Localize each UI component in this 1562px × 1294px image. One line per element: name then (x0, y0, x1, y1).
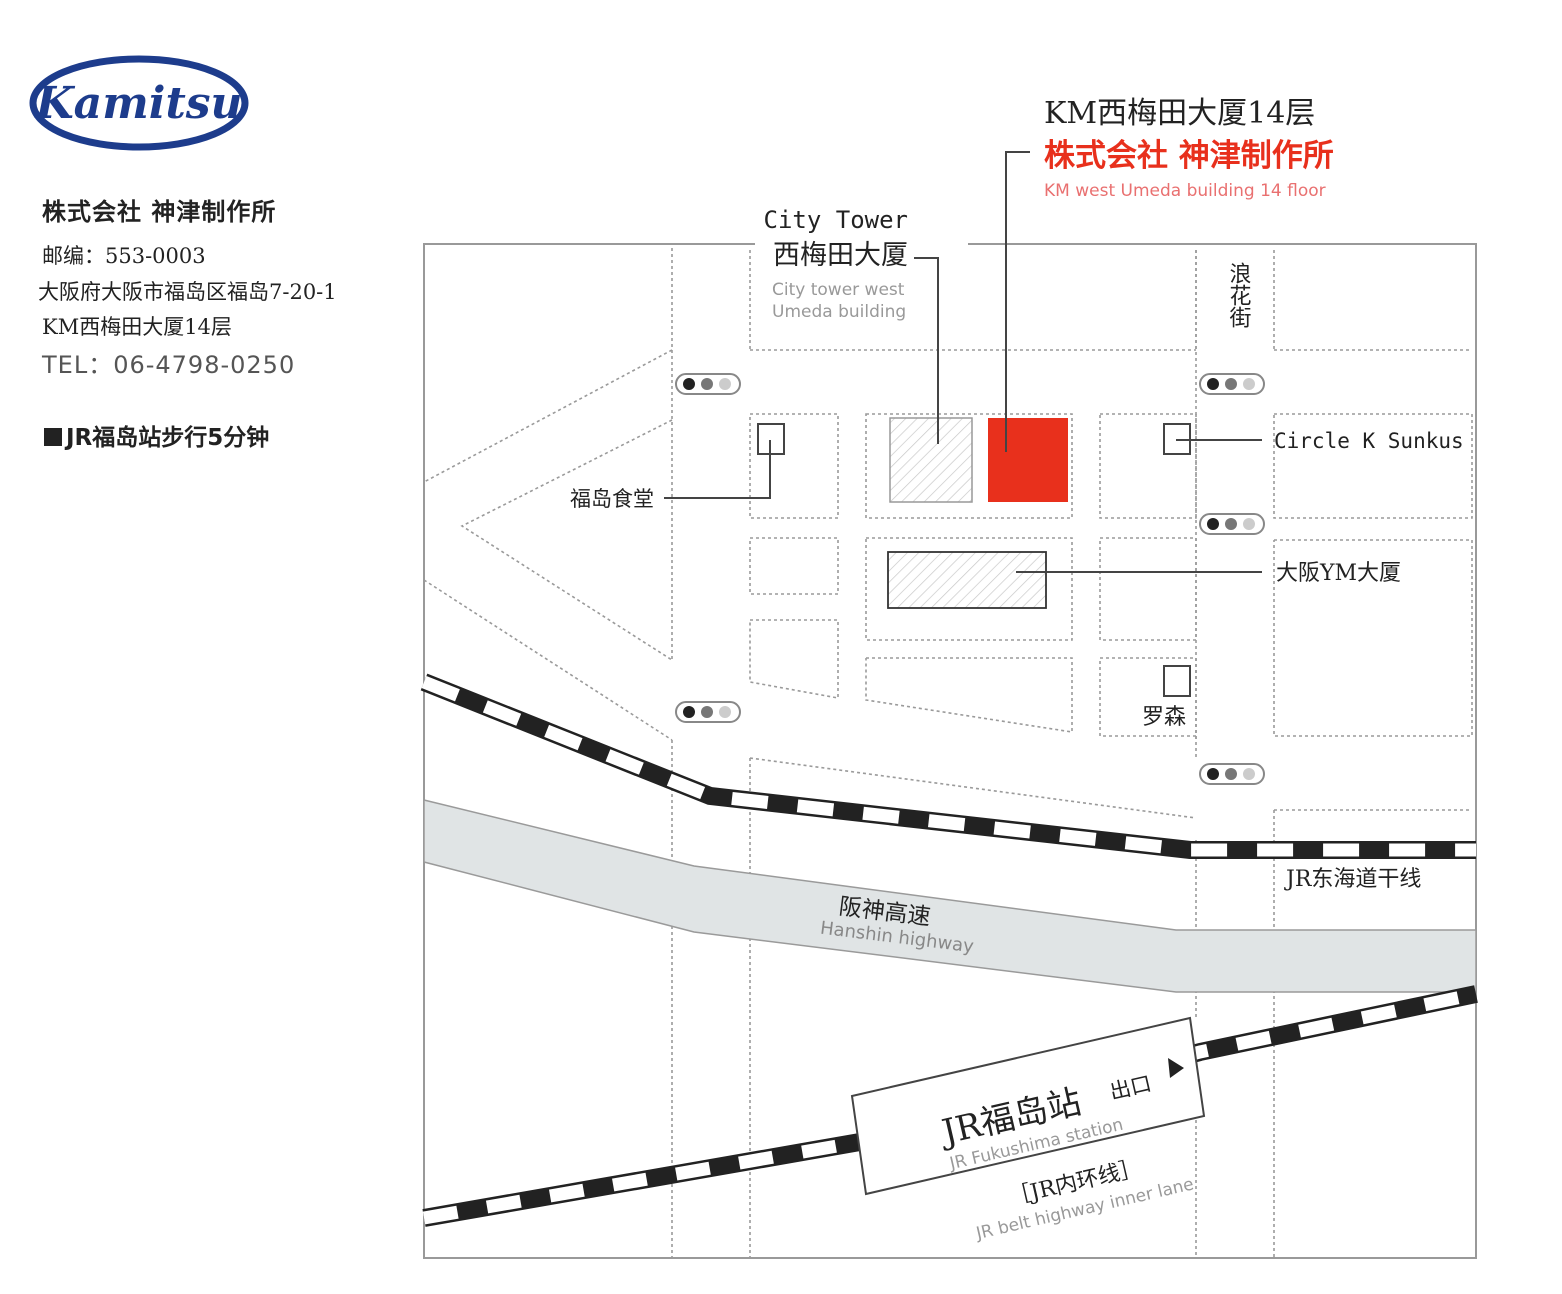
osaka-ym-label: 大阪YM大厦 (1276, 561, 1401, 586)
traffic-light-icon (675, 701, 741, 723)
target-building (988, 418, 1068, 502)
exit-arrow-icon (1168, 1058, 1184, 1078)
logo-text: Kamitsu (33, 78, 242, 129)
address-line-2: KM西梅田大厦14层 (42, 315, 232, 339)
city-tower-label-2: 西梅田大厦 (773, 240, 908, 271)
traffic-light-icon (1199, 373, 1265, 395)
target-company-label: 株式会社 神津制作所 (1044, 138, 1334, 174)
lawson-marker (1163, 665, 1191, 697)
city-tower-building (889, 417, 973, 503)
city-tower-en-2: Umeda building (772, 302, 906, 322)
postcode: 邮编：553-0003 (42, 244, 206, 268)
kamitsu-logo: Kamitsu (29, 55, 249, 151)
city-tower-label-1: City Tower (764, 206, 909, 234)
fukushima-shokudo-label: 福岛食堂 (570, 487, 654, 511)
bullet-square-icon (44, 428, 62, 446)
walk-text: JR福岛站步行5分钟 (66, 425, 270, 451)
traffic-light-icon (1199, 763, 1265, 785)
company-name: 株式会社 神津制作所 (42, 198, 277, 226)
target-building-en: KM west Umeda building 14 floor (1044, 181, 1326, 201)
traffic-light-icon (1199, 513, 1265, 535)
fukushima-station-box (850, 1016, 1206, 1196)
street-label: 浪花街 (1226, 262, 1252, 328)
target-building-label: KM西梅田大厦14层 (1044, 96, 1315, 131)
traffic-light-icon (675, 373, 741, 395)
telephone: TEL：06-4798-0250 (42, 351, 296, 379)
city-blocks (423, 248, 1473, 1258)
lawson-label: 罗森 (1142, 705, 1186, 730)
jr-tokaido-line (420, 673, 1476, 859)
osaka-ym-building (887, 551, 1047, 609)
city-tower-en-1: City tower west (772, 280, 905, 300)
walk-note: JR福岛站步行5分钟 (44, 418, 269, 452)
hanshin-highway (423, 799, 1477, 993)
address-line-1: 大阪府大阪市福岛区福岛7-20-1 (38, 280, 337, 304)
traffic-lights (675, 373, 1265, 785)
circle-k-label: Circle K Sunkus (1274, 429, 1464, 453)
jr-tokaido-label: JR东海道干线 (1284, 867, 1421, 892)
leader-lines (664, 151, 1262, 573)
map-frame (423, 243, 1477, 1259)
